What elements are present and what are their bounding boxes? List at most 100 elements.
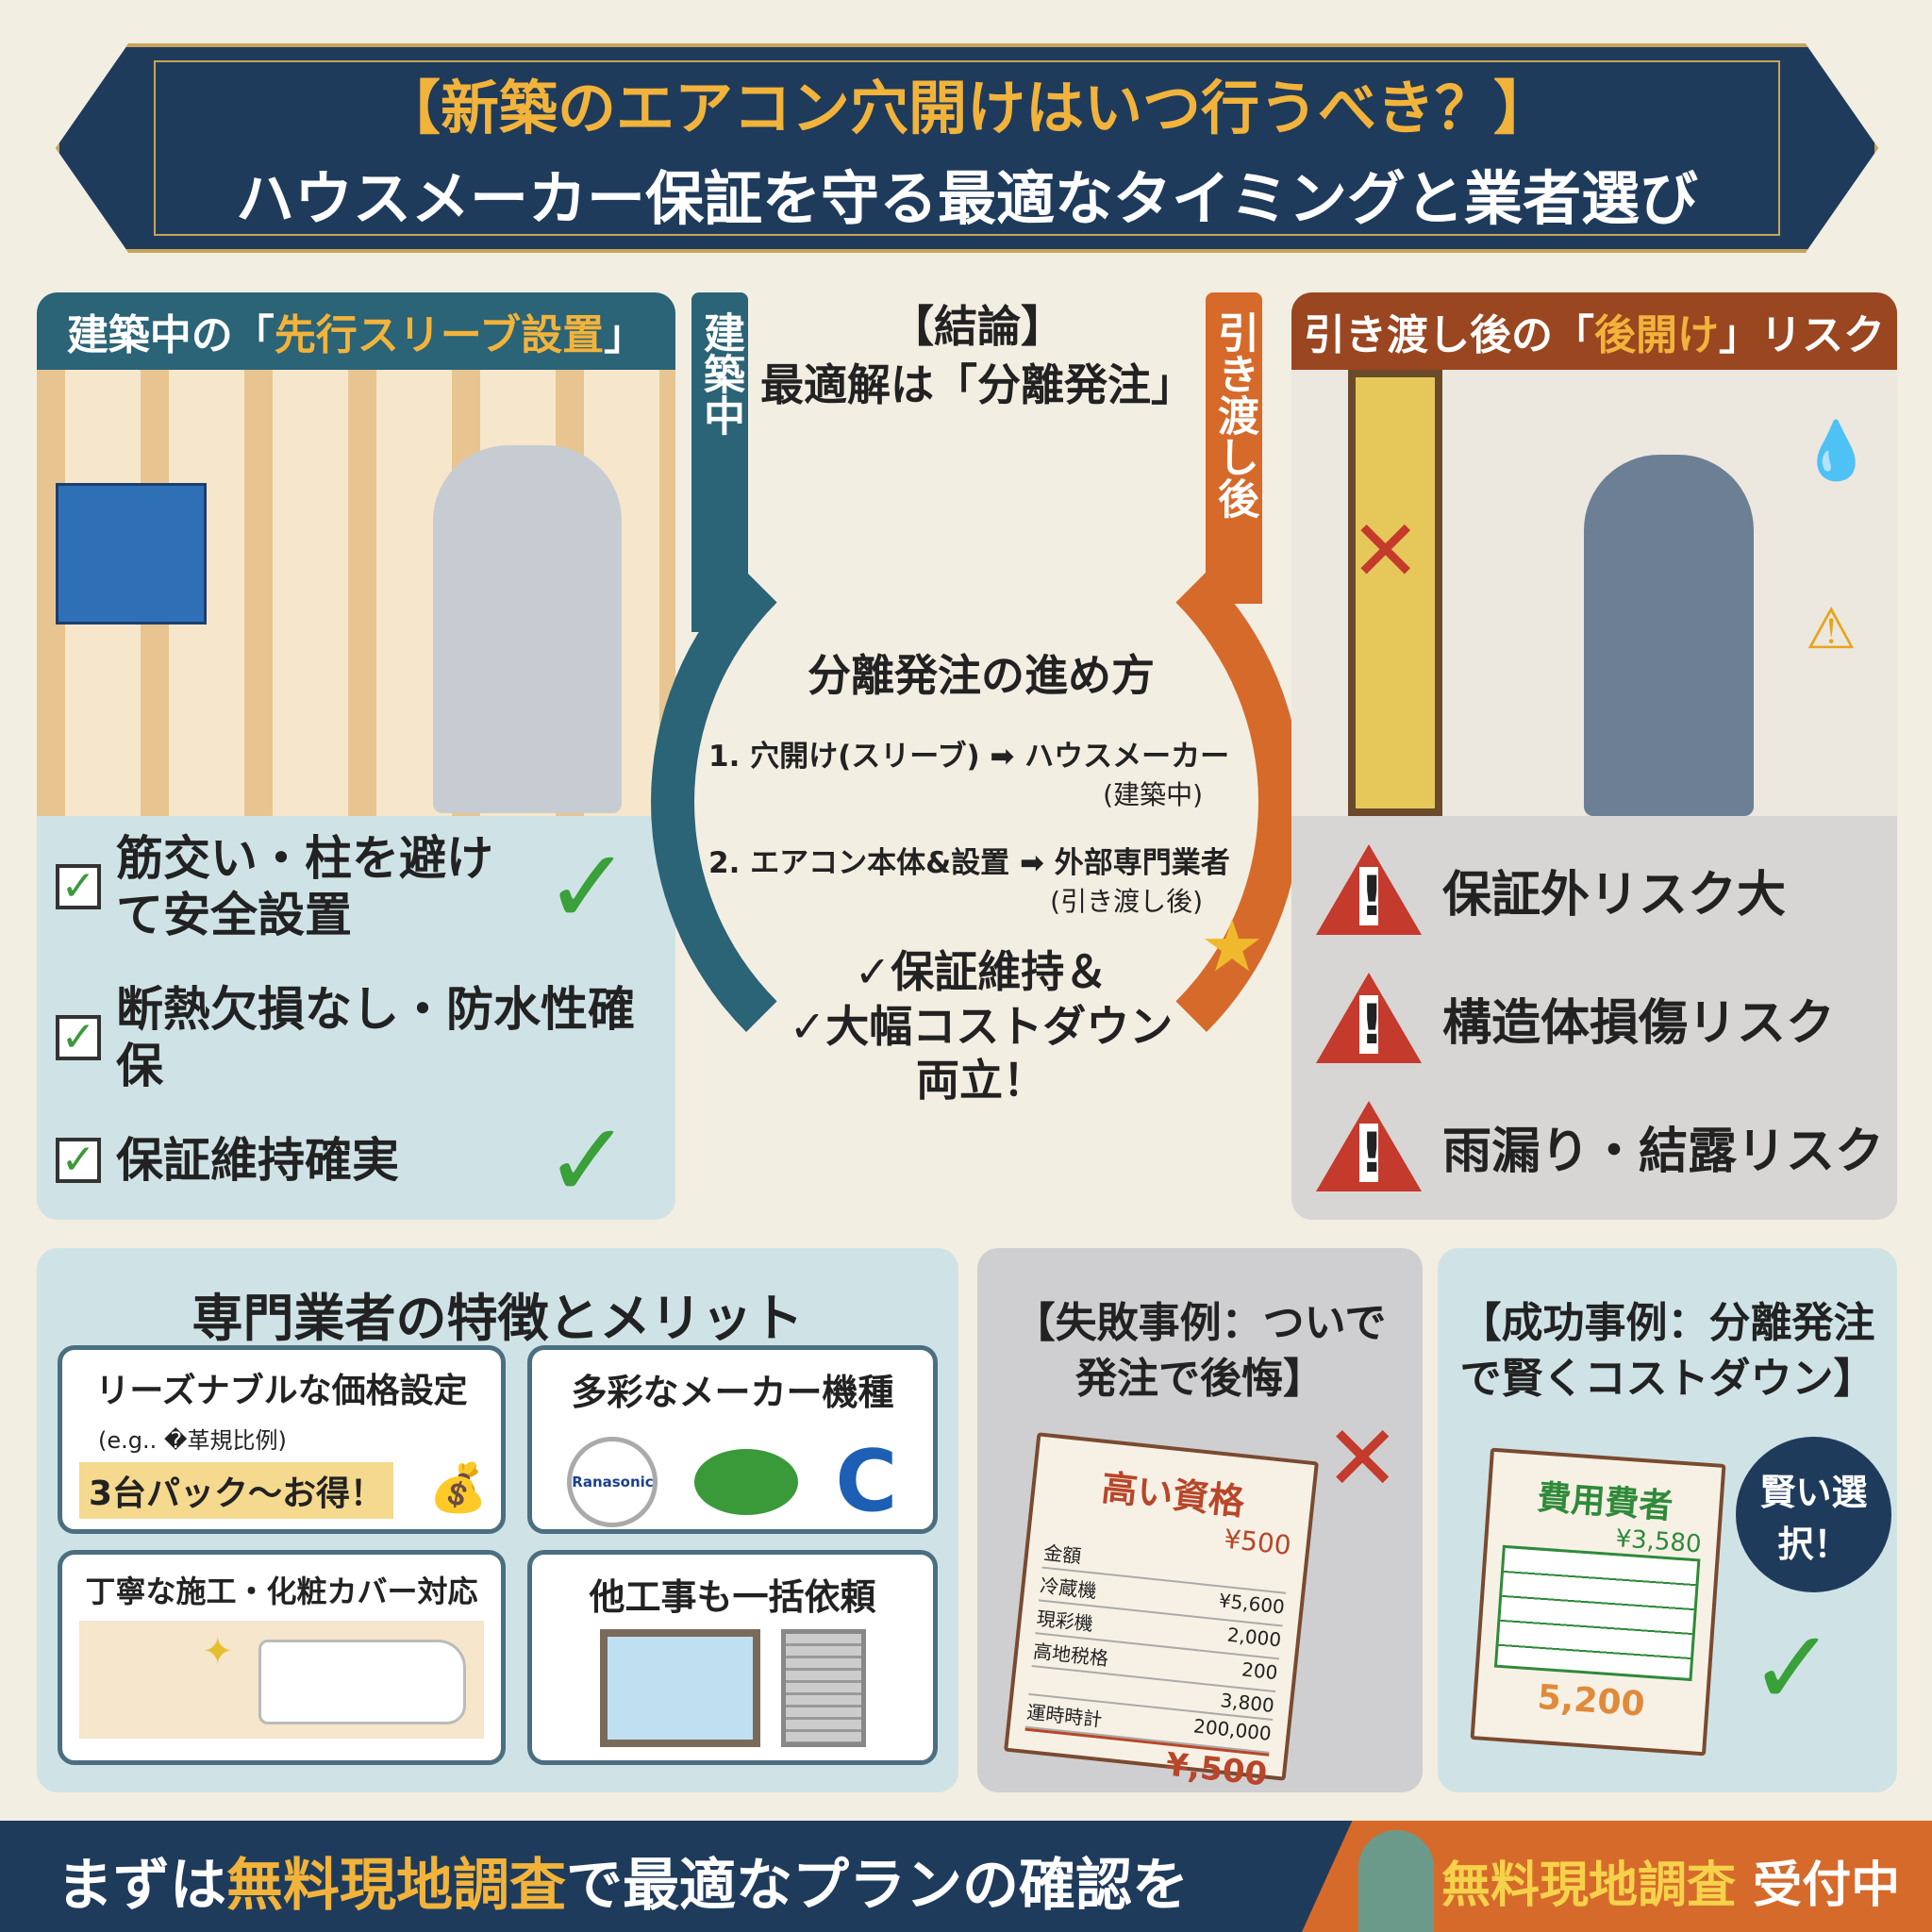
invoice-cell: 3,800 — [1219, 1689, 1275, 1718]
air-conditioner-illustration: ✦ — [79, 1621, 484, 1739]
x-mark-icon: ✕ — [1350, 502, 1422, 601]
conclusion: 【結論】最適解は「分離発注」 — [757, 297, 1198, 414]
header-text: 建築中の「 — [66, 311, 275, 359]
cost-sheet: 費用費者 ¥3,580 5,200 — [1470, 1447, 1726, 1757]
footer-message: まずは無料現地調査で最適なプランの確認を — [57, 1840, 1189, 1922]
invoice-cell: 冷蔵機 — [1039, 1574, 1098, 1603]
footer-text: まずは — [57, 1853, 226, 1919]
checkmark-icon: ✓ — [1749, 1607, 1837, 1728]
tab-during-construction: 建築中 — [691, 292, 748, 632]
flow-title: 分離発注の進め方 — [808, 650, 1155, 701]
card-title: リーズナブルな価格設定 — [95, 1372, 468, 1410]
checkbox-icon: ✓ — [56, 1138, 101, 1183]
shutter-icon — [780, 1629, 866, 1747]
risk-label: 保証外リスク大 — [1442, 866, 1787, 924]
title-line2: ハウスメーカー保証を守る最適なタイミングと業者選び — [235, 164, 1698, 233]
blueprint-icon — [56, 483, 207, 625]
warning-icon: ⚠ — [1806, 596, 1857, 662]
success-title: 【成功事例：分離発注で賢くコストダウン】 — [1459, 1299, 1875, 1404]
x-mark-icon: ✕ — [1324, 1406, 1401, 1511]
card-note: (e.g.. �革規比例) — [98, 1427, 287, 1454]
risk-label: 構造体損傷リスク — [1442, 994, 1836, 1052]
risk-item: ! 雨漏り・結露リスク — [1316, 1101, 1884, 1191]
card-title: 多彩なメーカー機種 — [571, 1372, 894, 1413]
step-1: 1. 穴開け(スリーブ) ➡ ハウスメーカー — [708, 740, 1230, 774]
invoice-cell: 200,000 — [1192, 1714, 1273, 1745]
checkmark-icon: ✓ — [543, 1100, 631, 1220]
result-line: ✓大幅コストダウン — [789, 1000, 1174, 1052]
footer-text: で最適なプランの確認を — [566, 1853, 1189, 1919]
green-brand-logo — [694, 1448, 799, 1515]
deal-badge: 3台パック～お得！ — [79, 1462, 394, 1519]
title-line1: 【新築のエアコン穴開けはいつ行うべき？】 — [381, 74, 1552, 142]
risk-item: ! 構造体損傷リスク — [1316, 973, 1884, 1063]
conclusion-text: 最適解は「分離発注」 — [760, 359, 1194, 411]
conclusion-label: 【結論】 — [891, 301, 1064, 352]
header-text: 」 — [604, 311, 646, 359]
check-label: 筋交い・柱を避けて安全設置 — [116, 831, 493, 942]
card-title: 丁寧な施工・化粧カバー対応 — [85, 1574, 478, 1609]
invoice-cell — [1287, 1563, 1290, 1591]
banner-frame — [154, 60, 1780, 236]
feature-card-price: リーズナブルな価格設定 (e.g.. �革規比例) 3台パック～お得！ 💰 — [58, 1345, 506, 1534]
invoice-cell: 2,000 — [1225, 1623, 1283, 1652]
worker-avatar — [1358, 1830, 1434, 1932]
check-label: 断熱欠損なし・防水性確保 — [116, 982, 635, 1093]
card-title: 他工事も一括依頼 — [589, 1576, 876, 1618]
cta-text: 受付中 — [1736, 1857, 1901, 1914]
left-panel-header: 建築中の「先行スリーブ設置」 — [37, 292, 675, 370]
result-line: 両立！ — [916, 1055, 1046, 1106]
result: ✓保証維持＆ ✓大幅コストダウン 両立！ — [703, 945, 1259, 1108]
cta-highlight: 無料現地調査 — [1441, 1857, 1737, 1914]
star-icon: ★ — [1200, 904, 1265, 988]
step-2-note: (引き渡し後) — [1050, 886, 1203, 917]
footer-highlight: 無料現地調査 — [226, 1853, 566, 1919]
tab-after-handover: 引き渡し後 — [1206, 292, 1262, 604]
warning-icon: ! — [1316, 1101, 1422, 1191]
header-highlight: 先行スリーブ設置 — [274, 311, 605, 359]
right-panel-header: 引き渡し後の「後開け」リスク — [1291, 292, 1897, 370]
check-label: 保証維持確実 — [116, 1133, 399, 1188]
checkmark-icon: ✓ — [543, 826, 631, 947]
construction-illustration — [37, 370, 675, 816]
window-icon — [599, 1629, 760, 1747]
invoice-cell: 現彩機 — [1035, 1607, 1094, 1636]
smart-choice-badge: 賢い選択！ — [1736, 1437, 1891, 1592]
step-2: 2. エアコン本体&設置 ➡ 外部専門業者 — [708, 846, 1230, 880]
feature-card-installation: 丁寧な施工・化粧カバー対応 ✦ — [58, 1550, 506, 1765]
water-drop-icon: 💧 — [1801, 418, 1872, 484]
invoice-cell — [1029, 1669, 1032, 1691]
footer-cta-bar: まずは無料現地調査で最適なプランの確認を 無料現地調査 受付中 — [0, 1821, 1932, 1932]
sheet-total: 5,200 — [1536, 1677, 1646, 1724]
features-section: 専門業者の特徴とメリット リーズナブルな価格設定 (e.g.. �革規比例) 3… — [37, 1248, 958, 1792]
after-handover-panel: 引き渡し後の「後開け」リスク ✕ 💧 ⚠ !保証外リスク大 ! 構造体損傷リスク … — [1291, 292, 1897, 1220]
checkbox-icon: ✓ — [56, 1015, 101, 1060]
features-title: 専門業者の特徴とメリット — [192, 1289, 804, 1348]
title-banner: 【新築のエアコン穴開けはいつ行うべき？】 ハウスメーカー保証を守る最適なタイミン… — [56, 43, 1878, 253]
money-bag-icon: 💰 — [428, 1460, 488, 1515]
brand-logo: Ranasonic — [567, 1436, 658, 1527]
free-survey-button[interactable]: 無料現地調査 受付中 — [1302, 1821, 1932, 1932]
feature-card-other-work: 他工事も一括依頼 — [527, 1550, 938, 1765]
check-item: ✓ 保証維持確実 ✓ — [56, 1100, 659, 1220]
check-item: ✓ 断熱欠損なし・防水性確保 — [56, 981, 659, 1094]
invoice-cell: 金額 — [1042, 1541, 1083, 1568]
header-text: 引き渡し後の「 — [1304, 311, 1594, 359]
risk-label: 雨漏り・結露リスク — [1442, 1123, 1885, 1180]
feature-card-makers: 多彩なメーカー機種 Ranasonic C — [527, 1345, 938, 1534]
result-line: ✓保証維持＆ — [854, 946, 1108, 997]
check-item: ✓筋交い・柱を避けて安全設置✓ — [56, 826, 659, 947]
warning-icon: ! — [1316, 973, 1422, 1063]
risk-item: !保証外リスク大 — [1316, 844, 1884, 935]
sheet-table — [1493, 1544, 1701, 1682]
invoice-cell: ¥5,600 — [1217, 1589, 1286, 1619]
wall-insulation — [1348, 370, 1442, 816]
risk-list: !保証外リスク大 ! 構造体損傷リスク ! 雨漏り・結露リスク — [1316, 844, 1884, 1220]
step-1-note: (建築中) — [1103, 779, 1203, 810]
invoice-cell: 高地税格 — [1032, 1640, 1110, 1671]
worker-figure — [1584, 455, 1754, 816]
cta-label: 無料現地調査 受付中 — [1441, 1845, 1900, 1916]
